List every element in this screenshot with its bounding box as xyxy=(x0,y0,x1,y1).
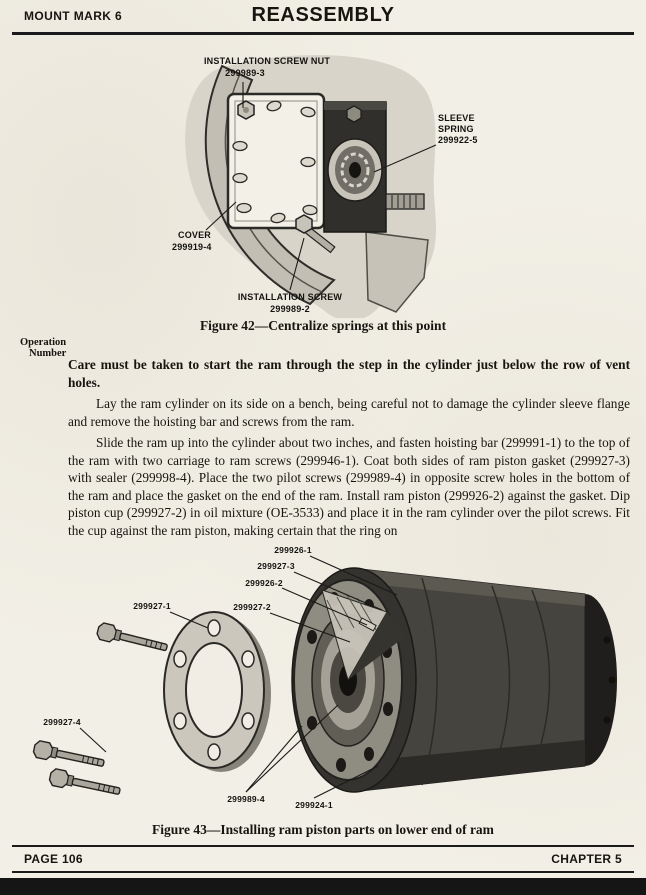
figure-42-caption: Figure 42—Centralize springs at this poi… xyxy=(199,318,447,333)
fig43-callout-299989-4: 299989-4 xyxy=(227,704,339,804)
header-mount-label: MOUNT MARK 6 xyxy=(24,9,123,23)
scan-edge-band xyxy=(0,878,646,895)
fig42-part-299922-5: 299922-5 xyxy=(438,135,478,145)
figure-43-caption: Figure 43—Installing ram piston parts on… xyxy=(152,822,494,837)
fig42-label-sleeve: SLEEVE xyxy=(438,113,475,123)
fig43-callout-299927-3: 299927-3 xyxy=(257,561,383,611)
fig43-callout-299924-1: 299924-1 xyxy=(295,765,379,810)
fig42-callout-cover: COVER 299919-4 xyxy=(172,201,237,252)
header-rule xyxy=(12,32,634,35)
fig43-callout-299927-2: 299927-2 xyxy=(233,602,351,643)
fig42-callout-sleeve-spring: SLEEVE SPRING 299922-5 xyxy=(373,113,478,173)
fig43-pilot-screw xyxy=(358,617,377,632)
fig42-label-installation-screw-nut: INSTALLATION SCREW NUT xyxy=(204,56,330,66)
fig43-callout-299927-4: 299927-4 xyxy=(43,717,107,753)
fig42-part-299989-2: 299989-2 xyxy=(270,304,310,314)
fig42-label-spring: SPRING xyxy=(438,124,474,134)
fig42-part-299989-3: 299989-3 xyxy=(225,68,265,78)
fig43-callout-299927-1: 299927-1 xyxy=(133,601,209,629)
footer-rule-bottom xyxy=(12,871,634,873)
fig42-label-installation-screw: INSTALLATION SCREW xyxy=(238,292,343,302)
operation-note-line1: Operation xyxy=(20,337,67,348)
operation-note-line2: Number xyxy=(29,348,67,359)
footer-page-number: PAGE 106 xyxy=(24,852,83,866)
body-text: Care must be taken to start the ram thro… xyxy=(68,356,630,539)
footer-rule-top xyxy=(12,845,634,847)
fig42-part-299919-4: 299919-4 xyxy=(172,242,212,252)
fig42-callout-installation-screw-nut: INSTALLATION SCREW NUT 299989-3 xyxy=(204,56,330,108)
fig43-piston-follower-ring xyxy=(163,611,271,772)
operation-number-note: Operation Number xyxy=(20,337,66,359)
fig43-bolt-1 xyxy=(95,621,170,657)
fig42-callout-installation-screw: INSTALLATION SCREW 299989-2 xyxy=(238,237,343,314)
fig43-part-299927-4: 299927-4 xyxy=(43,717,81,727)
fig43-piston-assembly xyxy=(291,567,417,793)
fig43-callout-299926-2: 299926-2 xyxy=(245,578,368,626)
fig42-installation-screw-head xyxy=(295,214,313,234)
paragraph-slide: Slide the ram up into the cylinder about… xyxy=(68,435,630,538)
fig43-ram-cylinder xyxy=(351,567,617,793)
footer-chapter: CHAPTER 5 xyxy=(551,852,622,866)
fig43-bolt-3 xyxy=(47,767,123,801)
page-title: REASSEMBLY xyxy=(251,4,395,26)
paragraph-lay: Lay the ram cylinder on its side on a be… xyxy=(68,396,630,429)
fig43-part-299924-1: 299924-1 xyxy=(295,800,333,810)
fig42-spring-plate xyxy=(323,101,425,233)
fig43-part-299989-4: 299989-4 xyxy=(227,794,265,804)
fig42-label-cover: COVER xyxy=(178,230,211,240)
fig43-callout-299926-1: 299926-1 xyxy=(274,545,398,596)
fig42-threaded-stud xyxy=(385,193,425,210)
fig42-cover-plate xyxy=(226,92,336,254)
fig43-part-299926-1: 299926-1 xyxy=(274,545,312,555)
fig42-sleeve-spring xyxy=(327,138,383,202)
fig43-bolt-2 xyxy=(31,739,107,773)
figure-43-illustration: 299926-1 299927-3 299926-2 299927-2 2999… xyxy=(31,545,617,810)
fig43-part-299927-3: 299927-3 xyxy=(257,561,295,571)
figure-42-illustration: INSTALLATION SCREW NUT 299989-3 SLEEVE S… xyxy=(172,54,478,318)
fig43-part-299926-2: 299926-2 xyxy=(245,578,283,588)
paragraph-care: Care must be taken to start the ram thro… xyxy=(68,357,630,390)
fig43-part-299927-2: 299927-2 xyxy=(233,602,271,612)
fig43-part-299927-1: 299927-1 xyxy=(133,601,171,611)
